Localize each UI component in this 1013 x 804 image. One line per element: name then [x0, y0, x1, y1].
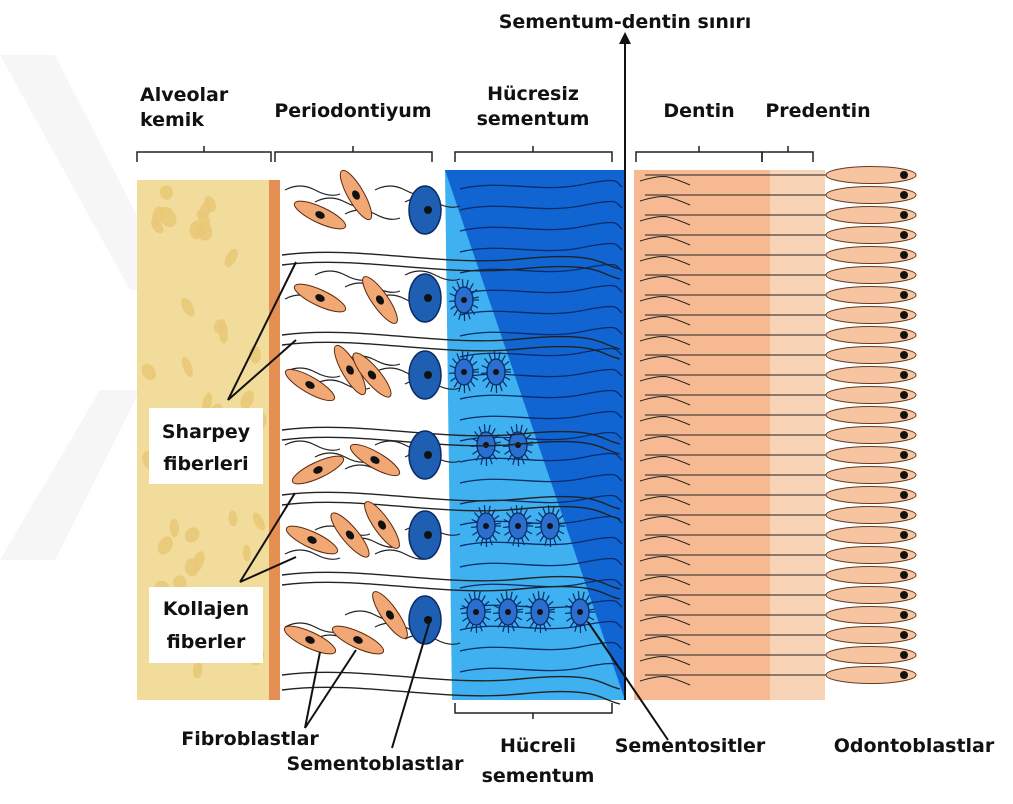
odontoblast-nucleus	[900, 251, 908, 259]
cementocyte-process	[484, 505, 485, 513]
cementocyte-nucleus	[547, 523, 553, 529]
cementocyte-nucleus	[461, 297, 467, 303]
cementoblast-nucleus	[424, 294, 432, 302]
cementoblast-nucleus	[424, 531, 432, 539]
cementocyte-nucleus	[505, 609, 511, 615]
odontoblast-nucleus	[900, 611, 908, 619]
odontoblast-nucleus	[900, 471, 908, 479]
odontoblast-nucleus	[900, 171, 908, 179]
cementocyte-nucleus	[483, 523, 489, 529]
cementocyte-process	[538, 591, 539, 599]
odontoblast-nucleus	[900, 231, 908, 239]
cementocyte-nucleus	[461, 369, 467, 375]
odontoblasts-group	[826, 167, 916, 684]
odontoblast-nucleus	[900, 451, 908, 459]
odontoblast-nucleus	[900, 491, 908, 499]
odontoblast-nucleus	[900, 651, 908, 659]
cementocyte-process	[503, 446, 509, 447]
cementocyte-process	[494, 351, 495, 359]
cellular-label-line1: Hücreli	[500, 735, 576, 757]
odontoblast-nucleus	[900, 191, 908, 199]
collagen-label-line2: fiberler	[167, 631, 246, 653]
alveolar-label-line2: kemik	[140, 109, 204, 131]
cementoblast-nucleus	[424, 371, 432, 379]
cementocytes-label: Sementositler	[615, 735, 766, 757]
bracket-alveolar	[137, 146, 271, 162]
cementocyte-process	[462, 351, 463, 359]
bracket-periodontium	[275, 146, 432, 162]
cementocyte-process	[565, 613, 571, 614]
cementocyte-process	[525, 613, 531, 614]
odontoblast-nucleus	[900, 271, 908, 279]
odontoblast-nucleus	[900, 531, 908, 539]
periodontium-label: Periodontiyum	[274, 100, 431, 122]
cementocyte-nucleus	[493, 369, 499, 375]
acellular-label-line1: Hücresiz	[487, 83, 579, 105]
boundary-label: Sementum-dentin sınırı	[499, 11, 752, 33]
odontoblast-nucleus	[900, 431, 908, 439]
sharpey-label-line2: fiberleri	[163, 453, 248, 475]
cementocyte-nucleus	[473, 609, 479, 615]
dentin-label: Dentin	[663, 100, 734, 122]
odontoblast-nucleus	[900, 371, 908, 379]
fibroblasts-label: Fibroblastlar	[181, 728, 319, 750]
cementocyte-process	[449, 373, 455, 374]
odontoblast-nucleus	[900, 671, 908, 679]
bone-surface	[269, 180, 280, 700]
cementocyte-process	[461, 613, 467, 614]
cementocyte-process	[516, 424, 517, 432]
cementocyte-process	[474, 591, 475, 599]
odontoblast-nucleus	[900, 351, 908, 359]
cellular-label-line2: sementum	[482, 765, 595, 787]
sharpey-label-line1: Sharpey	[162, 421, 251, 443]
bracket-acellular	[455, 146, 612, 162]
odontoblast-nucleus	[900, 551, 908, 559]
cementocyte-process	[503, 527, 509, 528]
odontoblast-nucleus	[900, 331, 908, 339]
alveolar-label-line1: Alveolar	[140, 84, 229, 106]
cementocyte-process	[462, 279, 463, 287]
cementocyte-process	[484, 424, 485, 432]
cementocyte-process	[471, 527, 477, 528]
cementoblast-nucleus	[424, 206, 432, 214]
odontoblasts-label: Odontoblastlar	[834, 735, 995, 757]
odontoblast-nucleus	[900, 311, 908, 319]
odontoblast-nucleus	[900, 631, 908, 639]
cementocyte-process	[535, 527, 541, 528]
cementocyte-nucleus	[515, 523, 521, 529]
cementoblast-nucleus	[424, 451, 432, 459]
odontoblast-nucleus	[900, 211, 908, 219]
cementocyte-process	[449, 301, 455, 302]
collagen-label-line1: Kollajen	[163, 598, 249, 620]
odontoblast-nucleus	[900, 591, 908, 599]
cementocyte-nucleus	[537, 609, 543, 615]
cementocyte-process	[506, 591, 507, 599]
odontoblast-nucleus	[900, 391, 908, 399]
cementocyte-nucleus	[483, 442, 489, 448]
cementoblasts-label: Sementoblastlar	[287, 753, 465, 775]
bracket-dentin	[636, 146, 762, 162]
odontoblast-nucleus	[900, 511, 908, 519]
bracket-cellular	[455, 703, 612, 719]
acellular-label-line2: sementum	[477, 108, 590, 130]
cementocyte-nucleus	[577, 609, 583, 615]
cementocyte-process	[578, 591, 579, 599]
cementocyte-process	[481, 373, 487, 374]
bracket-predentin	[762, 146, 813, 162]
odontoblast-nucleus	[900, 411, 908, 419]
cementocyte-process	[493, 613, 499, 614]
predentin-label: Predentin	[765, 100, 870, 122]
odontoblast-nucleus	[900, 571, 908, 579]
odontoblast-nucleus	[900, 291, 908, 299]
